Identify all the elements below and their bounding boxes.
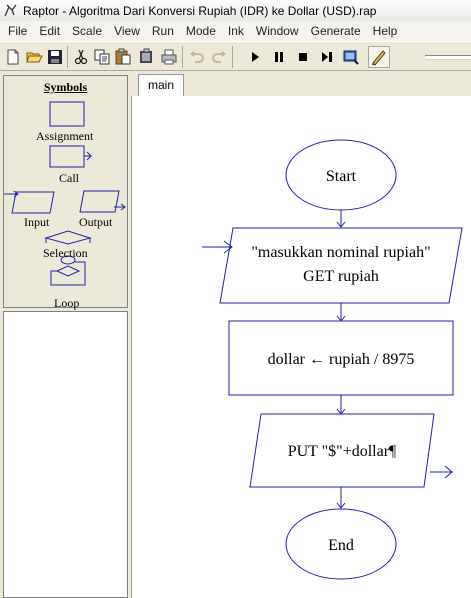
test-icon[interactable] bbox=[342, 48, 360, 66]
end-text: End bbox=[328, 537, 354, 554]
title-bar: Raptor - Algoritma Dari Konversi Rupiah … bbox=[0, 0, 471, 21]
undo-icon[interactable] bbox=[188, 48, 206, 66]
pen-icon[interactable] bbox=[368, 46, 390, 68]
output-text: PUT "$"+dollar¶ bbox=[288, 443, 397, 460]
tab-strip: main bbox=[131, 72, 471, 96]
menu-run[interactable]: Run bbox=[151, 24, 174, 38]
menu-edit[interactable]: Edit bbox=[39, 24, 61, 38]
menu-mode[interactable]: Mode bbox=[185, 24, 216, 38]
assignment-text: dollar ← rupiah / 8975 bbox=[268, 351, 415, 368]
menu-generate[interactable]: Generate bbox=[310, 24, 361, 38]
menu-ink[interactable]: Ink bbox=[227, 24, 244, 38]
symbols-panel: Symbols bbox=[3, 75, 128, 310]
call-label: Call bbox=[59, 171, 79, 185]
stop-icon[interactable] bbox=[294, 48, 312, 66]
new-icon[interactable] bbox=[4, 48, 22, 66]
input-symbol[interactable] bbox=[4, 190, 55, 214]
output-block[interactable] bbox=[249, 413, 453, 488]
speed-slider[interactable] bbox=[425, 55, 471, 60]
assignment-symbol[interactable] bbox=[49, 101, 85, 127]
pause-icon[interactable] bbox=[270, 48, 288, 66]
call-symbol[interactable] bbox=[49, 145, 92, 168]
start-text: Start bbox=[326, 168, 357, 185]
menu-bar: File Edit Scale View Run Mode Ink Window… bbox=[0, 21, 471, 41]
input-get-text: GET rupiah bbox=[303, 268, 379, 285]
output-symbol[interactable] bbox=[79, 190, 126, 213]
menu-scale[interactable]: Scale bbox=[72, 24, 103, 38]
loop-symbol[interactable] bbox=[50, 255, 86, 286]
input-prompt-text: "masukkan nominal rupiah" bbox=[251, 244, 430, 261]
selection-symbol[interactable] bbox=[44, 230, 92, 245]
copy-icon[interactable] bbox=[93, 48, 111, 66]
window-title: Raptor - Algoritma Dari Konversi Rupiah … bbox=[23, 3, 377, 18]
input-label: Input bbox=[24, 215, 50, 229]
end-oval[interactable] bbox=[285, 508, 397, 580]
toolbar-separator bbox=[67, 46, 68, 68]
cut-icon[interactable] bbox=[72, 48, 90, 66]
menu-view[interactable]: View bbox=[114, 24, 140, 38]
tab-main[interactable]: main bbox=[138, 74, 184, 96]
variables-panel bbox=[3, 311, 128, 598]
selection-label: Selection bbox=[43, 246, 88, 260]
toolbar-separator bbox=[182, 46, 183, 68]
open-icon[interactable] bbox=[25, 48, 43, 66]
output-label: Output bbox=[79, 215, 113, 229]
toolbar-separator bbox=[232, 46, 233, 68]
step-icon[interactable] bbox=[318, 48, 336, 66]
play-icon[interactable] bbox=[246, 48, 264, 66]
flowchart-canvas[interactable]: Start "masukkan nominal rupiah" GET rupi… bbox=[131, 96, 471, 598]
left-panel: Symbols bbox=[0, 72, 131, 598]
input-block[interactable] bbox=[202, 227, 463, 304]
assignment-label: Assignment bbox=[36, 129, 94, 143]
raptor-app-icon bbox=[4, 4, 17, 16]
paste-icon[interactable] bbox=[114, 48, 132, 66]
paste-special-icon[interactable] bbox=[138, 48, 156, 66]
start-oval[interactable] bbox=[285, 139, 397, 211]
print-icon[interactable] bbox=[160, 48, 178, 66]
symbols-title: Symbols bbox=[43, 80, 88, 94]
assignment-block[interactable] bbox=[228, 320, 454, 396]
loop-label: Loop bbox=[54, 296, 80, 310]
save-icon[interactable] bbox=[46, 48, 64, 66]
menu-window[interactable]: Window bbox=[255, 24, 299, 38]
menu-file[interactable]: File bbox=[8, 24, 28, 38]
redo-icon[interactable] bbox=[210, 48, 228, 66]
toolbar bbox=[0, 41, 471, 71]
menu-help[interactable]: Help bbox=[372, 24, 398, 38]
